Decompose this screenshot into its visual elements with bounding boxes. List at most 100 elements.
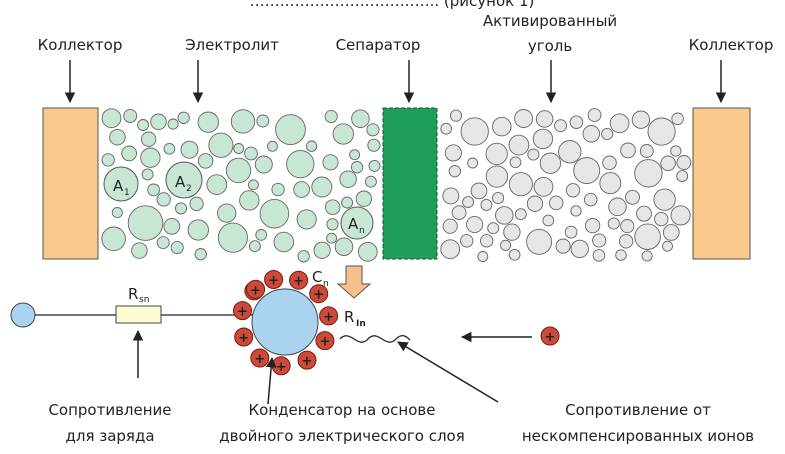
- particle: [609, 198, 627, 216]
- particle: [142, 169, 153, 180]
- particle: [467, 216, 483, 232]
- svg-text:A: A: [175, 173, 186, 191]
- particle: [509, 135, 529, 155]
- label-activated-carbon-line2: уголь: [528, 37, 572, 55]
- particle: [306, 141, 316, 151]
- label-separator: Сепаратор: [336, 36, 421, 54]
- particle: [333, 124, 353, 144]
- particle: [565, 226, 577, 238]
- particle: [626, 190, 640, 204]
- particle: [637, 206, 652, 221]
- particle: [209, 133, 233, 157]
- collector-right-plate: [693, 108, 750, 259]
- resistor-rsn: [116, 306, 161, 323]
- free-ion: +: [541, 327, 559, 345]
- particle: [486, 166, 507, 187]
- ion-plus: +: [298, 351, 316, 369]
- particle: [536, 111, 553, 128]
- label-electrolyte: Электролит: [185, 36, 279, 54]
- particle: [141, 132, 155, 146]
- svg-text:+: +: [293, 274, 304, 289]
- particle: [175, 203, 186, 214]
- ion-plus: +: [234, 302, 252, 320]
- particle: [515, 209, 526, 220]
- label-collector-left: Коллектор: [38, 36, 123, 54]
- particle: [481, 199, 492, 210]
- particle: [122, 146, 137, 161]
- svg-text:1: 1: [124, 188, 130, 198]
- particle: [249, 241, 260, 252]
- particle: [616, 250, 627, 261]
- particle: [504, 224, 520, 240]
- particle: [312, 177, 332, 197]
- particle: [642, 251, 652, 261]
- arrow-ion-resistance: [398, 342, 498, 402]
- particle: [663, 225, 679, 241]
- particle: [443, 219, 457, 233]
- particle: [260, 199, 289, 228]
- particle: [533, 129, 552, 148]
- particle: [441, 240, 460, 259]
- particle: [540, 153, 560, 173]
- particle: [603, 156, 617, 170]
- particle: [509, 173, 532, 196]
- particle: [342, 197, 353, 208]
- big-down-arrow: [338, 266, 370, 298]
- particle: [527, 196, 542, 211]
- ion-plus: +: [247, 280, 265, 298]
- particle: [164, 218, 180, 234]
- particle: [570, 116, 583, 129]
- particle: [124, 109, 137, 122]
- particle: [648, 118, 675, 145]
- particle: [671, 206, 690, 225]
- particle: [168, 119, 178, 129]
- caption-dl-capacitor-line1: Конденсатор на основе: [249, 401, 436, 419]
- particle: [468, 158, 478, 168]
- label-collector-right: Коллектор: [689, 36, 774, 54]
- particle: [294, 182, 310, 198]
- particle: [510, 157, 521, 168]
- particle: [534, 177, 553, 196]
- caption-dl-capacitor-line2: двойного электрического слоя: [219, 427, 465, 445]
- particle: [112, 207, 122, 217]
- particle: [478, 252, 488, 262]
- arrow-dl-capacitor: [268, 358, 272, 404]
- terminal-node: [11, 303, 35, 327]
- particle: [655, 212, 668, 225]
- double-layer-sphere: [252, 289, 318, 355]
- particle: [358, 242, 377, 261]
- particle: [207, 175, 227, 195]
- particle: [255, 156, 272, 173]
- activated-carbon-particles: [441, 109, 691, 262]
- particle: [198, 154, 213, 169]
- particle: [471, 183, 487, 199]
- particle: [556, 239, 570, 253]
- particle: [287, 150, 314, 177]
- caption-ion-resistance-line1: Сопротивление от: [565, 401, 711, 419]
- particle: [327, 219, 338, 230]
- particle: [555, 120, 567, 132]
- particle: [256, 230, 267, 241]
- particle-a1: A 1: [104, 167, 138, 201]
- particle: [234, 144, 244, 154]
- particle: [515, 110, 533, 128]
- rsn-label: R: [128, 285, 138, 303]
- particle: [231, 110, 254, 133]
- particle: [509, 249, 520, 260]
- particle: [593, 250, 605, 262]
- svg-text:2: 2: [186, 184, 192, 194]
- particle: [583, 126, 600, 143]
- particle: [298, 251, 309, 262]
- ion-plus: +: [320, 307, 338, 325]
- particle: [148, 184, 160, 196]
- particle: [449, 166, 460, 177]
- particle: [549, 196, 563, 210]
- particle-an: A n: [341, 207, 373, 239]
- particle: [157, 237, 169, 249]
- particle: [178, 112, 189, 123]
- ion-plus: +: [265, 271, 283, 289]
- ion-plus: +: [272, 357, 290, 375]
- particle: [190, 197, 203, 210]
- ion-resistance-wire: [340, 336, 410, 343]
- particle: [245, 147, 258, 160]
